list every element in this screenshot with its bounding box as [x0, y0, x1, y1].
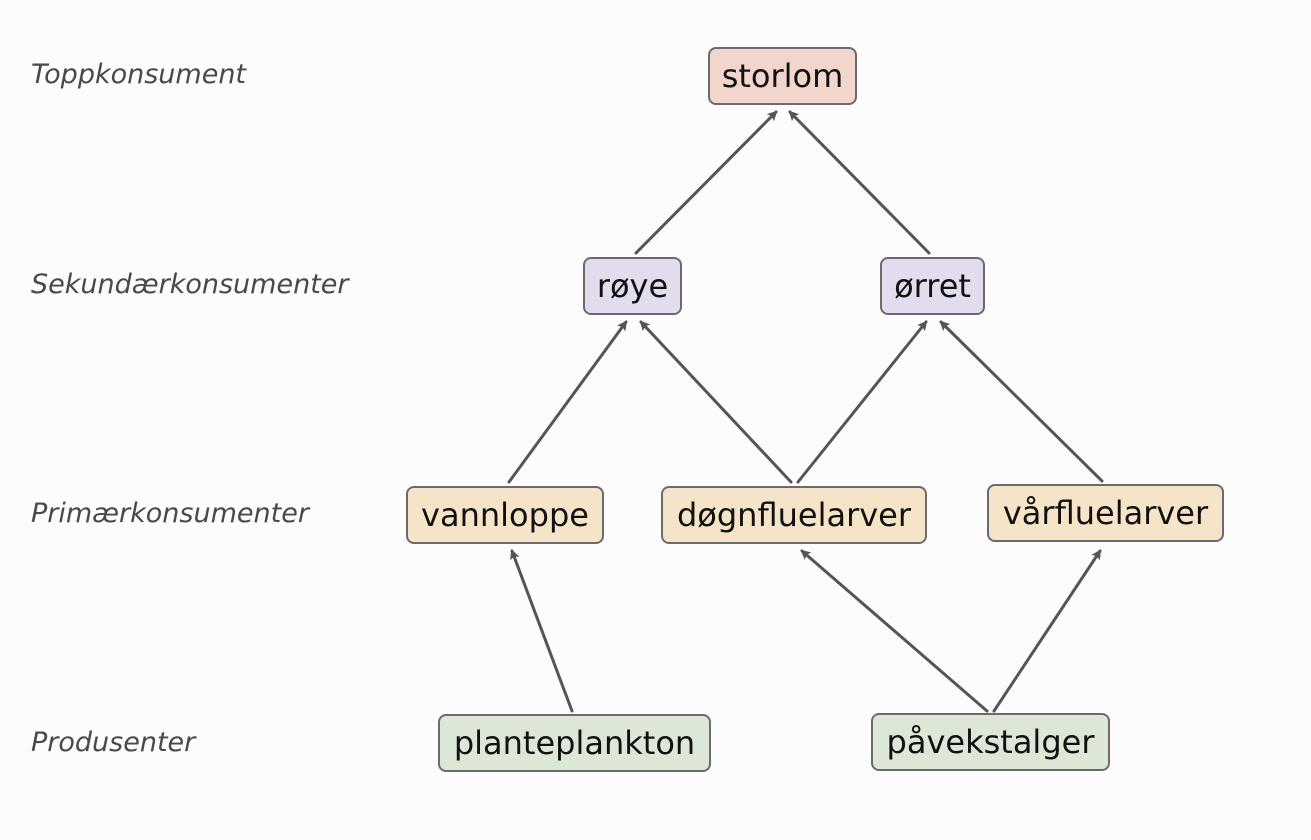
level-label-secondary: Sekundærkonsumenter [31, 269, 349, 300]
arrow-varfluelarver-to-orret [939, 320, 1104, 483]
arrow-pavekstalger-to-varfluelarver [992, 549, 1102, 713]
node-storlom: storlom [708, 47, 857, 105]
node-roye: røye [583, 257, 682, 315]
level-label-producers: Produsenter [31, 727, 196, 758]
node-orret: ørret [880, 257, 985, 315]
node-vannloppe: vannloppe [406, 486, 604, 544]
arrow-roye-to-storlom [634, 110, 778, 255]
arrow-planteplankton-to-vannloppe [510, 549, 574, 713]
level-label-top: Toppkonsument [31, 59, 247, 90]
node-varfluelarver: vårfluelarver [987, 484, 1224, 542]
node-pavekstalger: påvekstalger [871, 713, 1110, 771]
arrow-dognfluelarver-to-orret [796, 320, 928, 484]
arrow-pavekstalger-to-dognfluelarver [800, 549, 989, 713]
level-label-primary: Primærkonsumenter [31, 498, 309, 529]
arrow-dognfluelarver-to-roye [639, 320, 793, 484]
arrow-vannloppe-to-roye [507, 320, 628, 484]
node-planteplankton: planteplankton [438, 714, 711, 772]
node-dognfluelarver: døgnfluelarver [661, 486, 927, 544]
arrow-orret-to-storlom [788, 110, 931, 255]
